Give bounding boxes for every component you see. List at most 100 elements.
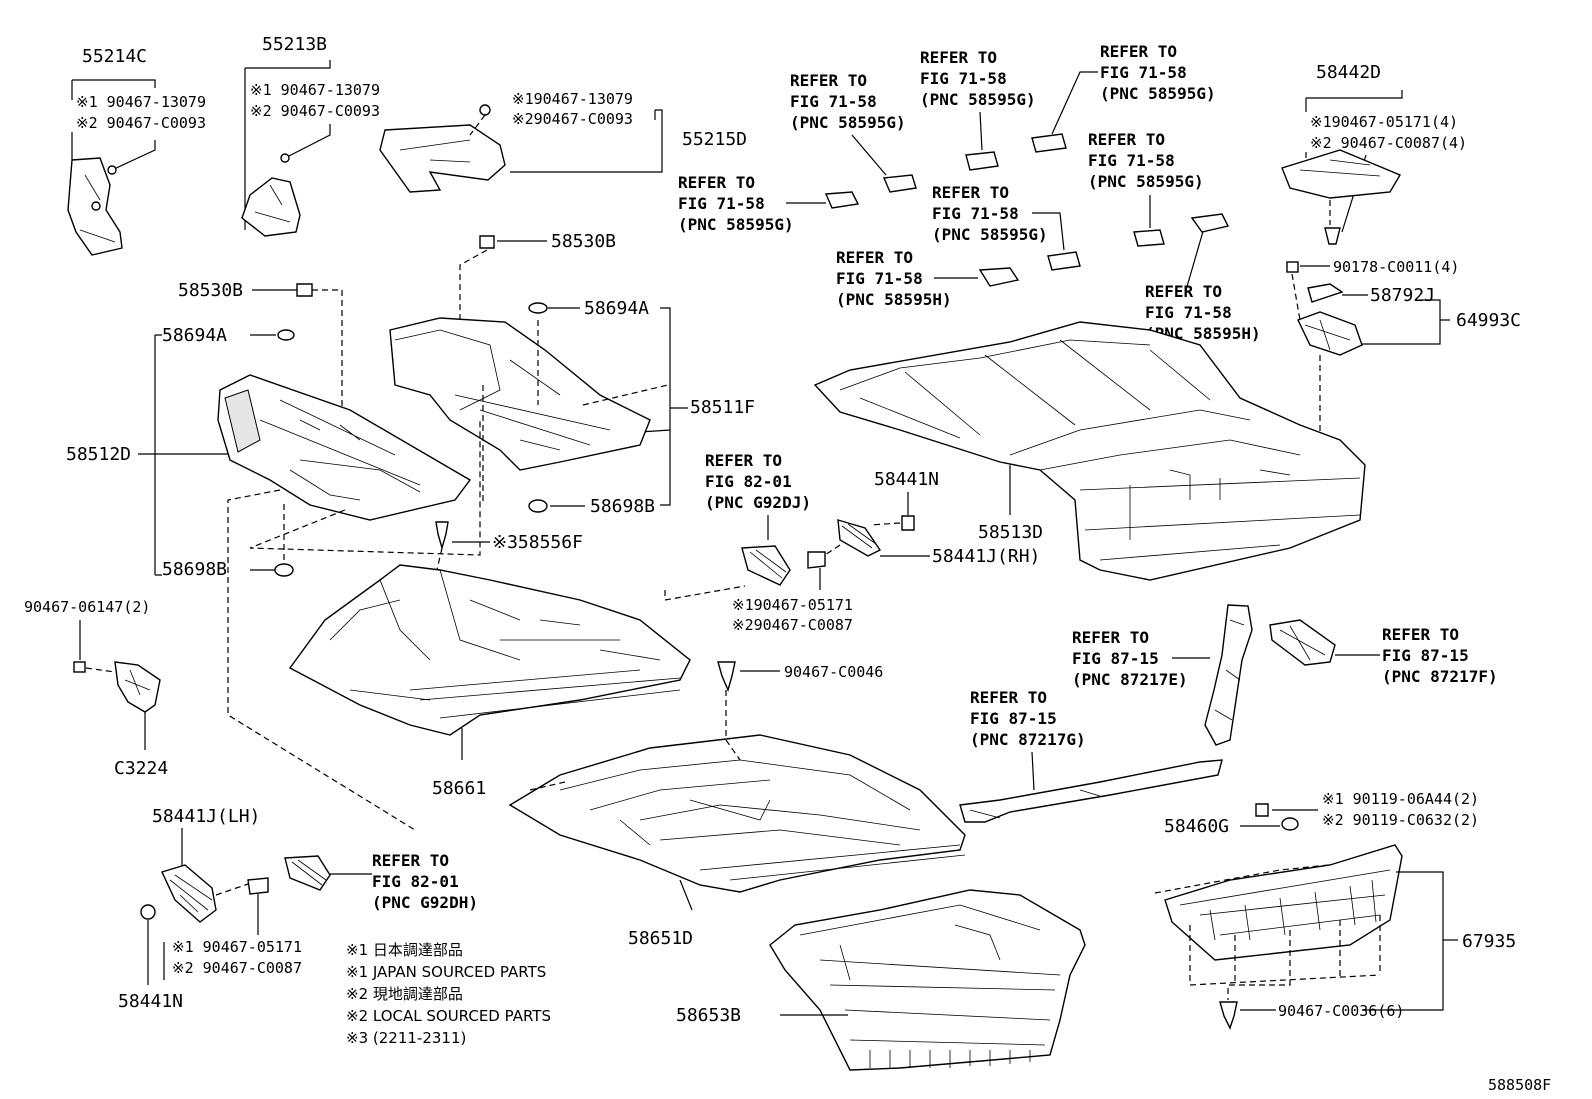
part-label-90467-06147[interactable]: 90467-06147(2)	[24, 598, 150, 616]
part-58513D-group: 58513D	[813, 321, 1366, 581]
refer-58595H-b-l2: FIG 71-58	[1145, 303, 1232, 322]
part-55213B-group: 55213B ※1 90467-13079 ※2 90467-C0093	[241, 34, 380, 237]
refer-87217G-l3: (PNC 87217G)	[970, 730, 1086, 749]
refer-87217E-l1: REFER TO	[1072, 628, 1149, 647]
part-label-58698B-right[interactable]: 58698B	[590, 496, 655, 517]
legend-line-5: ※3 (2211-2311)	[346, 1029, 466, 1047]
part-label-58792J[interactable]: 58792J	[1370, 285, 1435, 306]
part-label-58698B-left[interactable]: 58698B	[162, 559, 227, 580]
part-label-55214C[interactable]: 55214C	[82, 46, 147, 67]
figure-id: 588508F	[1488, 1076, 1551, 1094]
subpart-58460G-1: ※1 90119-06A44(2)	[1322, 790, 1479, 808]
refer-block-58595G-b: REFER TO FIG 71-58 (PNC 58595G)	[790, 71, 917, 193]
part-label-58441N-top[interactable]: 58441N	[874, 469, 939, 490]
refer-58595G-d-l3: (PNC 58595G)	[1100, 84, 1216, 103]
subpart-55215D-2: ※290467-C0093	[512, 110, 633, 128]
refer-58595G-b-l1: REFER TO	[790, 71, 867, 90]
bracket-87217E	[1204, 604, 1253, 746]
legend-line-3: ※2 現地調達部品	[346, 985, 463, 1003]
refer-58595G-d-l1: REFER TO	[1100, 42, 1177, 61]
floor-mat-55215D	[379, 124, 506, 193]
subpart-RH-2: ※290467-C0087	[732, 616, 853, 634]
part-label-58460G[interactable]: 58460G	[1164, 816, 1229, 837]
cargo-floor-58513D	[813, 321, 1366, 581]
part-label-58441J-RH[interactable]: 58441J(RH)	[932, 546, 1040, 567]
part-label-58441N-bottom[interactable]: 58441N	[118, 991, 183, 1012]
subpart-RH-1: ※190467-05171	[732, 596, 853, 614]
part-label-58694A-left[interactable]: 58694A	[162, 325, 227, 346]
refer-58595G-b-l3: (PNC 58595G)	[790, 113, 906, 132]
part-label-58512D[interactable]: 58512D	[66, 444, 131, 465]
part-label-58513D[interactable]: 58513D	[978, 522, 1043, 543]
part-label-C3224[interactable]: C3224	[114, 758, 168, 779]
part-label-58653B[interactable]: 58653B	[676, 1005, 741, 1026]
refer-block-58595G-c: REFER TO FIG 71-58 (PNC 58595G)	[920, 48, 1036, 171]
refer-58595G-f-l2: FIG 71-58	[1088, 151, 1175, 170]
refer-87217F-l2: FIG 87-15	[1382, 646, 1469, 665]
refer-block-87217F: REFER TO FIG 87-15 (PNC 87217F)	[1269, 619, 1498, 686]
refer-58595G-c-l3: (PNC 58595G)	[920, 90, 1036, 109]
refer-58595G-c-l1: REFER TO	[920, 48, 997, 67]
refer-G92DJ-l2: FIG 82-01	[705, 472, 792, 491]
refer-block-58595G-f: REFER TO FIG 71-58 (PNC 58595G)	[1088, 130, 1204, 247]
part-label-58651D[interactable]: 58651D	[628, 928, 693, 949]
legend-line-1: ※1 日本調達部品	[346, 941, 463, 959]
refer-block-87217G: REFER TO FIG 87-15 (PNC 87217G)	[959, 688, 1223, 823]
part-C3224-group: 90467-06147(2) C3224	[24, 598, 168, 779]
part-label-67935[interactable]: 67935	[1462, 931, 1516, 952]
subpart-LH-2: ※2 90467-C0087	[172, 959, 302, 977]
part-label-55215D[interactable]: 55215D	[682, 129, 747, 150]
subpart-LH-1: ※1 90467-05171	[172, 938, 302, 956]
refer-G92DH-l3: (PNC G92DH)	[372, 893, 478, 912]
refer-87217F-l1: REFER TO	[1382, 625, 1459, 644]
refer-87217F-l3: (PNC 87217F)	[1382, 667, 1498, 686]
part-label-90467-C0046[interactable]: 90467-C0046	[784, 663, 883, 681]
refer-58595H-a-l2: FIG 71-58	[836, 269, 923, 288]
part-label-58530B-left[interactable]: 58530B	[178, 280, 243, 301]
part-label-58511F[interactable]: 58511F	[690, 397, 755, 418]
part-58661-group: 58661	[288, 564, 691, 799]
refer-58595G-a-l2: FIG 71-58	[678, 194, 765, 213]
part-label-58661[interactable]: 58661	[432, 778, 486, 799]
cover-58442D	[1281, 149, 1402, 199]
duct-58441J-LH	[161, 864, 217, 923]
refer-58595G-d-l2: FIG 71-58	[1100, 63, 1187, 82]
part-label-58441J-LH[interactable]: 58441J(LH)	[152, 806, 260, 827]
refer-87217E-l2: FIG 87-15	[1072, 649, 1159, 668]
refer-block-58595G-a: REFER TO FIG 71-58 (PNC 58595G)	[678, 173, 860, 234]
refer-G92DJ-l1: REFER TO	[705, 451, 782, 470]
refer-58595G-e-l3: (PNC 58595G)	[932, 225, 1048, 244]
refer-block-58595H-a: REFER TO FIG 71-58 (PNC 58595H)	[836, 248, 1020, 309]
refer-87217E-l3: (PNC 87217E)	[1072, 670, 1188, 689]
part-58651D-group: 58651D	[508, 734, 966, 949]
refer-block-G92DJ: REFER TO FIG 82-01 (PNC G92DJ) ※190467-0…	[664, 451, 853, 634]
refer-87217G-l1: REFER TO	[970, 688, 1047, 707]
part-58441J-LH-group: 58441J(LH) ※1 90467-05171 ※2 90467-C0087…	[118, 806, 302, 1012]
part-label-58556F[interactable]: ※358556F	[492, 532, 583, 553]
part-58441J-RH-group: 58441N 58441J(RH)	[807, 469, 1040, 590]
refer-58595G-e-l2: FIG 71-58	[932, 204, 1019, 223]
refer-58595G-f-l1: REFER TO	[1088, 130, 1165, 149]
part-58653B-group: 58653B	[676, 889, 1086, 1071]
subpart-58442D-2: ※2 90467-C0087(4)	[1310, 134, 1467, 152]
luggage-tray-58653B	[769, 889, 1086, 1071]
part-label-58530B-top[interactable]: 58530B	[551, 231, 616, 252]
part-label-58694A-right[interactable]: 58694A	[584, 298, 649, 319]
part-label-90467-C0036[interactable]: 90467-C0036(6)	[1278, 1002, 1404, 1020]
bracket-C3224	[114, 661, 161, 713]
part-label-90178-C0011[interactable]: 90178-C0011(4)	[1333, 258, 1459, 276]
subpart-55214C-1: ※1 90467-13079	[76, 93, 206, 111]
legend: ※1 日本調達部品 ※1 JAPAN SOURCED PARTS ※2 現地調達…	[346, 941, 551, 1047]
refer-58595G-b-l2: FIG 71-58	[790, 92, 877, 111]
refer-block-58595G-d: REFER TO FIG 71-58 (PNC 58595G)	[1031, 42, 1216, 153]
part-90467-C0046-group: 90467-C0046	[717, 661, 883, 740]
part-label-64993C[interactable]: 64993C	[1456, 310, 1521, 331]
scuff-plate-67935	[1164, 844, 1403, 961]
part-label-55213B[interactable]: 55213B	[262, 34, 327, 55]
subpart-55213B-1: ※1 90467-13079	[250, 81, 380, 99]
refer-G92DH-l1: REFER TO	[372, 851, 449, 870]
part-55214C-group: 55214C ※1 90467-13079 ※2 90467-C0093	[67, 46, 206, 256]
part-label-58442D[interactable]: 58442D	[1316, 62, 1381, 83]
refer-G92DJ-l3: (PNC G92DJ)	[705, 493, 811, 512]
